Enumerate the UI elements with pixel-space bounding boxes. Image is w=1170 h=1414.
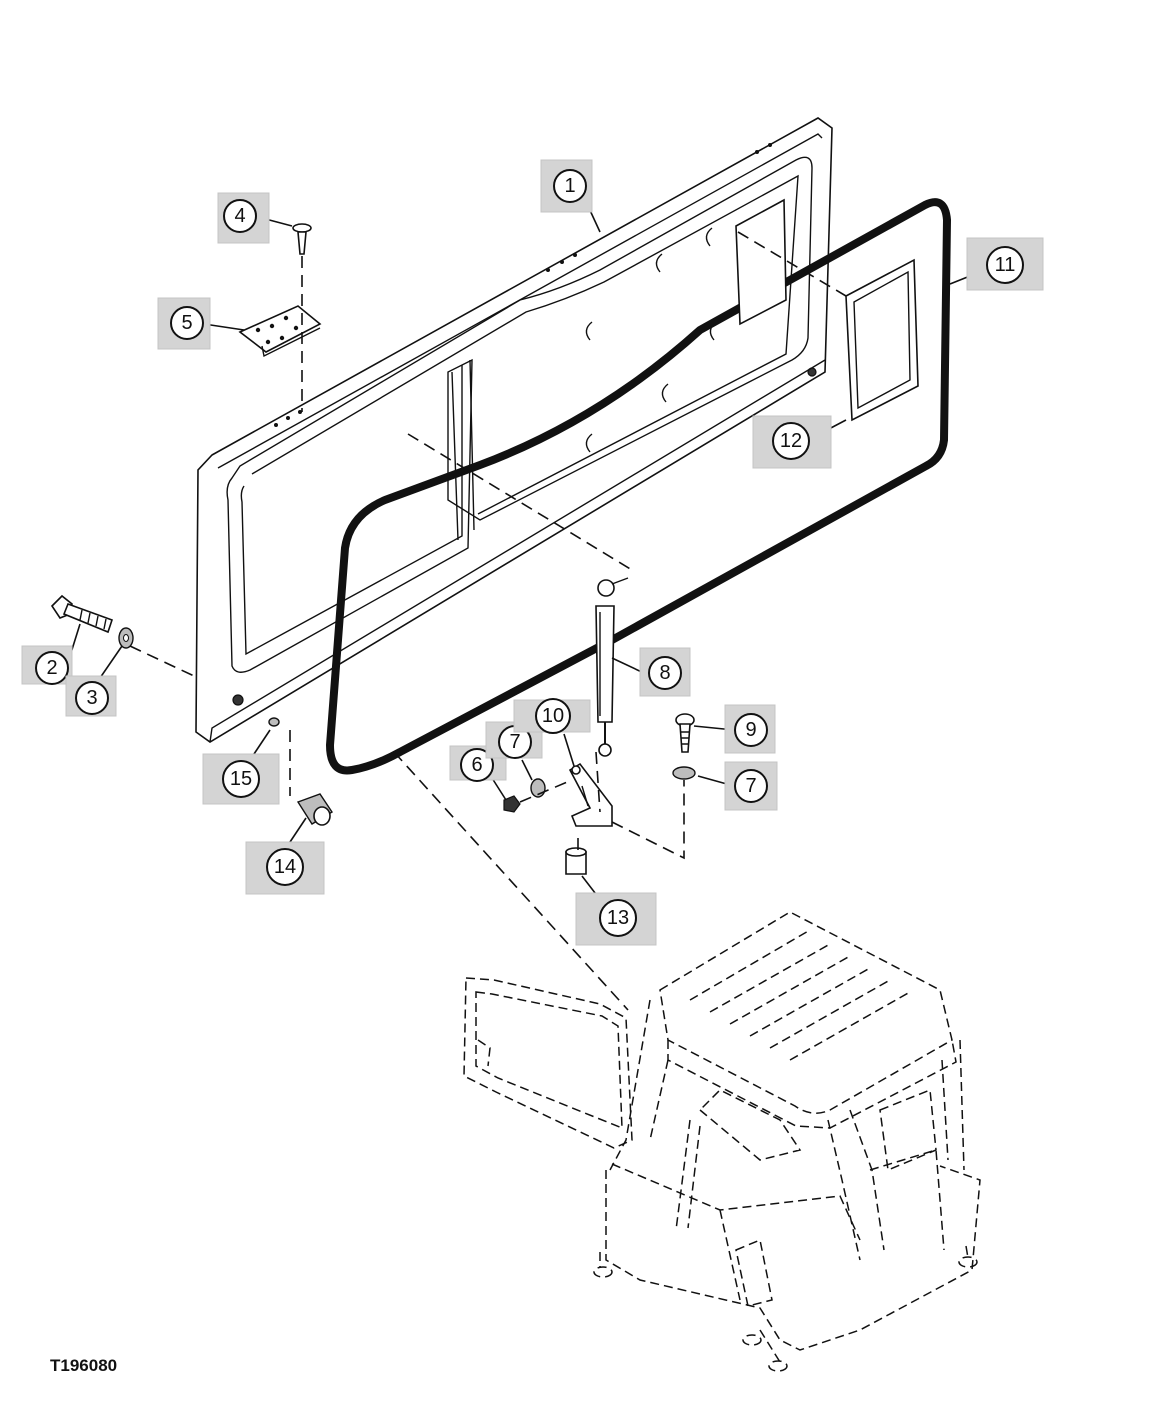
bracket-10 <box>568 762 613 827</box>
svg-text:7: 7 <box>745 775 756 797</box>
door-panel <box>195 117 833 743</box>
door-seal <box>326 198 951 775</box>
callout-3: 3 <box>65 675 117 717</box>
svg-text:5: 5 <box>181 312 192 334</box>
callout-15: 15 <box>202 753 280 805</box>
svg-text:12: 12 <box>780 430 802 452</box>
assembly-lines <box>129 231 847 1011</box>
screw <box>292 223 312 255</box>
svg-text:11: 11 <box>995 254 1016 276</box>
callout-9: 9 <box>724 704 776 754</box>
washer-7b <box>672 766 696 780</box>
callout-7b: 7 <box>724 761 778 811</box>
callout-14: 14 <box>245 841 325 895</box>
bolt-9 <box>675 713 695 753</box>
callout-8: 8 <box>639 647 691 697</box>
callout-11: 11 <box>966 237 1044 291</box>
svg-text:14: 14 <box>274 856 296 878</box>
svg-text:6: 6 <box>471 754 482 776</box>
svg-text:10: 10 <box>542 705 564 727</box>
svg-text:9: 9 <box>745 719 756 741</box>
washer <box>118 627 134 649</box>
svg-text:15: 15 <box>230 768 252 790</box>
svg-text:13: 13 <box>607 907 629 929</box>
callout-13: 13 <box>575 892 657 946</box>
svg-text:4: 4 <box>234 205 245 227</box>
bushing-13 <box>565 847 587 875</box>
nut-6 <box>503 795 521 813</box>
mounting-holes <box>274 143 772 427</box>
svg-text:1: 1 <box>564 175 575 197</box>
hinge <box>238 305 322 358</box>
callout-5: 5 <box>157 297 211 350</box>
callout-10: 10 <box>513 698 591 734</box>
svg-text:2: 2 <box>46 657 57 679</box>
svg-text:7: 7 <box>509 731 520 753</box>
panel-opening <box>735 198 787 326</box>
svg-text:8: 8 <box>659 662 670 684</box>
bolt <box>50 594 114 634</box>
gas-strut <box>595 577 629 757</box>
nut-15 <box>268 717 280 727</box>
callout-1: 1 <box>540 159 593 213</box>
callout-2: 2 <box>21 645 73 685</box>
spacer-14 <box>296 793 333 826</box>
callout-4: 4 <box>217 192 270 244</box>
cab-phantom <box>463 911 981 1372</box>
window-latch-plate <box>845 258 919 422</box>
figure-id: T196080 <box>50 1356 118 1375</box>
callout-12: 12 <box>752 415 832 469</box>
svg-text:3: 3 <box>86 687 97 709</box>
